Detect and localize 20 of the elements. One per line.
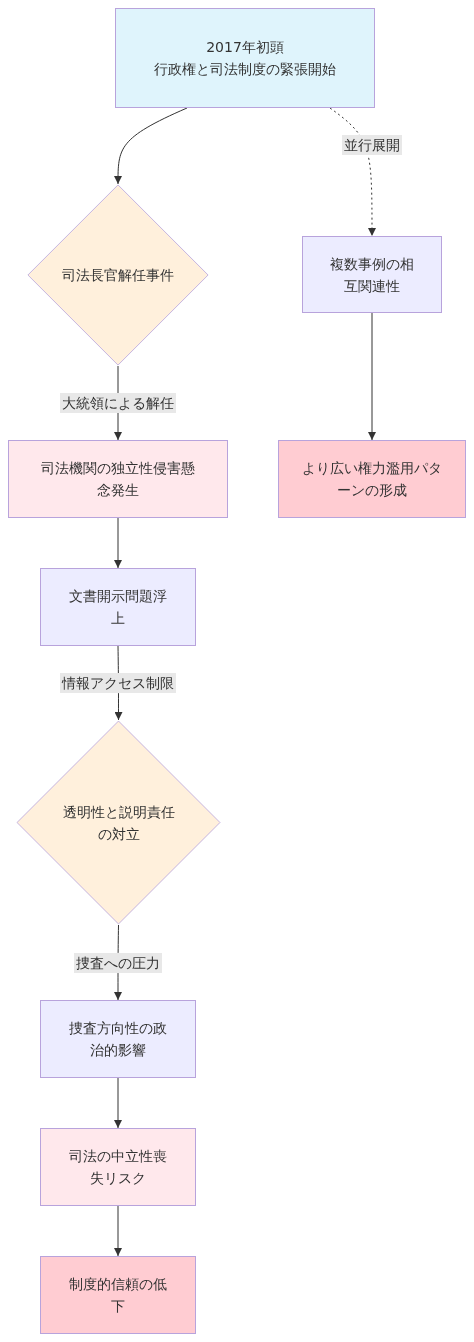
arrow [114,517,122,569]
process-box: 捜査方向性の政治的影響 [40,1000,196,1078]
edge-label: 情報アクセス制限 [60,673,176,693]
arrow [114,1077,122,1129]
arrow [114,107,188,185]
process-box: 2017年初頭 行政権と司法制度の緊張開始 [115,8,375,108]
decision-diamond: 司法長官解任事件 [27,184,209,366]
process-box: 制度的信頼の低下 [40,1256,196,1334]
process-box: 文書開示問題浮上 [40,568,196,646]
process-box: より広い権力濫用パターンの形成 [278,440,466,518]
edge-label: 大統領による解任 [60,393,176,413]
decision-diamond: 透明性と説明責任の対立 [16,720,221,925]
process-box: 司法機関の独立性侵害懸念発生 [8,440,228,518]
edge-label: 並行展開 [342,135,402,155]
arrow [329,107,376,237]
arrow [368,312,376,441]
edge-label: 捜査への圧力 [74,953,162,973]
process-box: 司法の中立性喪失リスク [40,1128,196,1206]
arrow [114,1205,122,1257]
process-box: 複数事例の相互関連性 [302,236,442,313]
